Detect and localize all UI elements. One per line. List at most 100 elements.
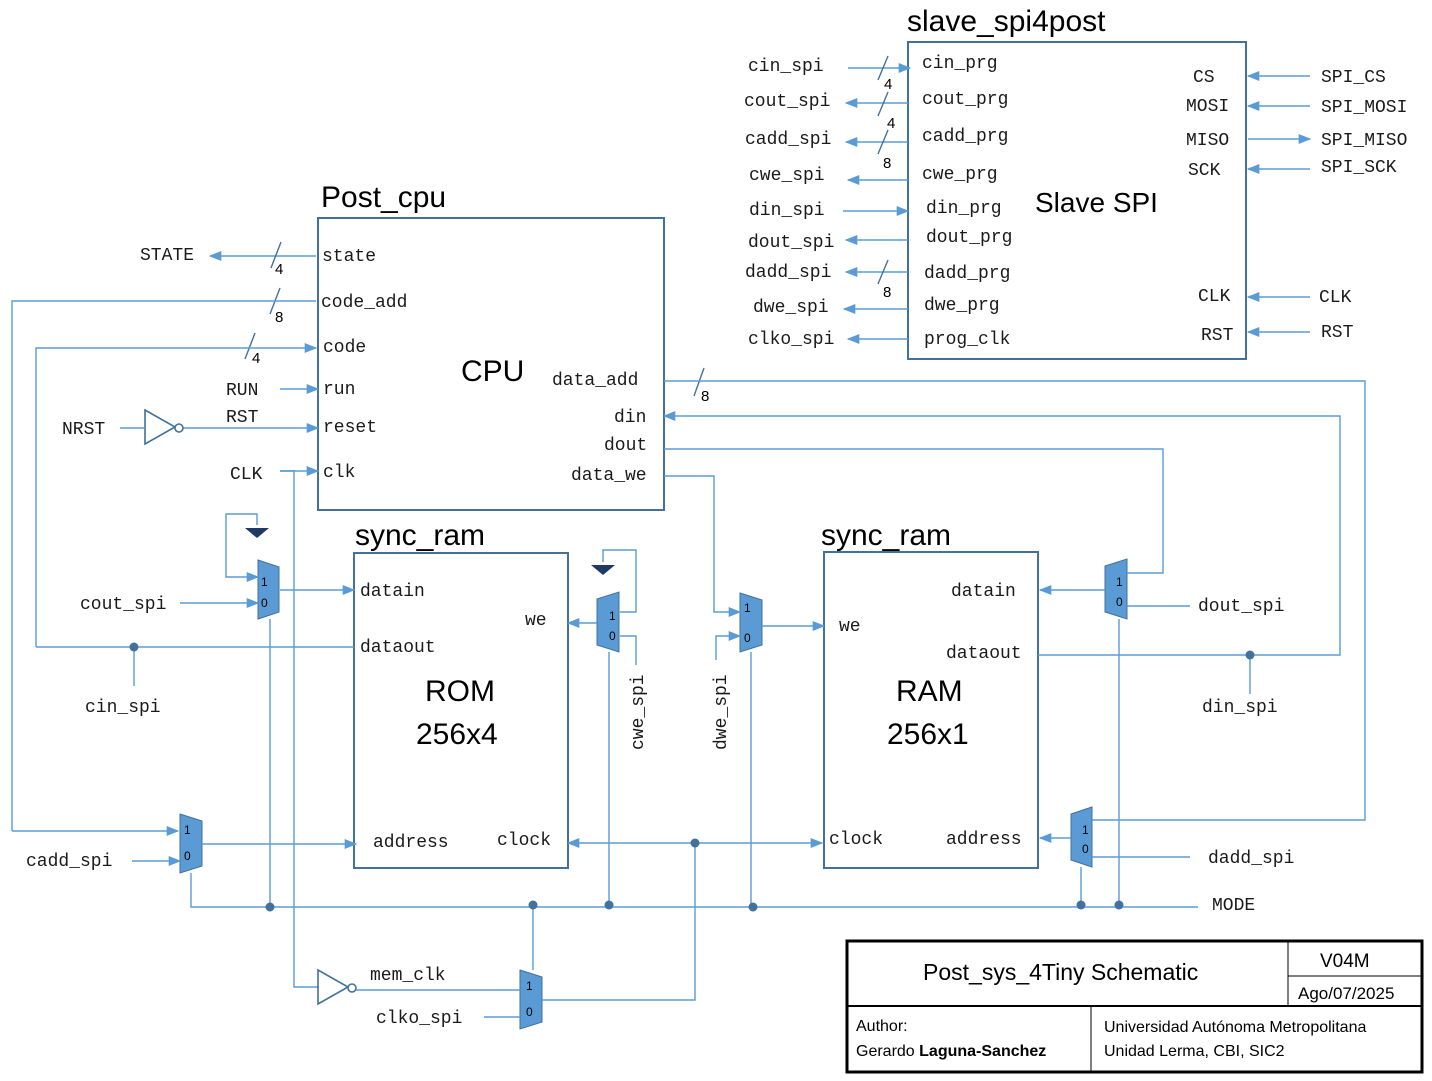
- port-cin-prg: cin_prg: [922, 54, 998, 74]
- port-prog-clk: prog_clk: [924, 330, 1010, 350]
- svg-text:1: 1: [1082, 823, 1089, 837]
- tb-title: Post_sys_4Tiny Schematic: [923, 959, 1198, 985]
- port-data-add: data_add: [552, 371, 638, 391]
- label-cout-spi: cout_spi: [80, 595, 166, 615]
- port-sck: SCK: [1188, 161, 1221, 181]
- port-din-prg: din_prg: [926, 199, 1002, 219]
- mux-mem-clk: 10: [519, 969, 543, 1030]
- port-cs: CS: [1193, 68, 1215, 88]
- label-dout-spi: dout_spi: [1198, 597, 1284, 617]
- label-mem-clk: mem_clk: [370, 966, 446, 986]
- ground-arrow-right: [591, 565, 615, 575]
- sig-spi-cs: SPI_CS: [1321, 68, 1386, 88]
- tb-author-label: Author:: [856, 1018, 908, 1035]
- bus-width-dadd: 8: [883, 284, 891, 301]
- tb-unit: Unidad Lerma, CBI, SIC2: [1104, 1043, 1285, 1060]
- label-cin-spi: cin_spi: [85, 698, 161, 718]
- port-code: code: [323, 338, 366, 358]
- cpu-block: [317, 217, 665, 511]
- mux-rom-datain: 10: [257, 559, 280, 620]
- port-dout-prg: dout_prg: [926, 228, 1012, 248]
- ram-port-address: address: [946, 830, 1022, 850]
- svg-text:0: 0: [526, 1005, 533, 1019]
- sig-din-spi: din_spi: [749, 201, 825, 221]
- slave-right-ports: CS MOSI MISO SCK CLK RST: [1186, 68, 1234, 346]
- svg-text:1: 1: [261, 575, 268, 589]
- rom-center-2: 256x4: [416, 718, 498, 751]
- nrst-inverter: [144, 408, 177, 446]
- mux-rom-we: 10: [596, 591, 620, 653]
- tb-date: Ago/07/2025: [1298, 984, 1394, 1003]
- port-clk-cpu: clk: [323, 463, 355, 483]
- slave-spi-block: [907, 41, 1247, 360]
- svg-text:0: 0: [609, 629, 616, 643]
- ram-port-datain: datain: [951, 582, 1016, 602]
- label-dwe-spi: dwe_spi: [712, 674, 732, 750]
- ram-port-we: we: [839, 617, 861, 637]
- ram-port-clock: clock: [829, 830, 883, 850]
- port-reset: reset: [323, 418, 377, 438]
- ram-title: sync_ram: [821, 519, 951, 552]
- bus-width-cadd: 8: [883, 155, 891, 172]
- slave-bus-slashes: 4 4 8 8: [877, 55, 895, 301]
- rom-block: [353, 552, 569, 869]
- label-dadd-spi: dadd_spi: [1208, 849, 1294, 869]
- bus-width-cin: 4: [884, 76, 892, 93]
- slave-center-label: Slave SPI: [1035, 187, 1158, 218]
- port-cadd-prg: cadd_prg: [922, 127, 1008, 147]
- sig-state-out: STATE: [140, 246, 194, 266]
- slave-right-signals: SPI_CS SPI_MOSI SPI_MISO SPI_SCK CLK RST: [1319, 68, 1407, 343]
- sig-dadd-spi: dadd_spi: [745, 263, 831, 283]
- cpu-bus-slashes: 4 8 4 8: [244, 241, 709, 405]
- label-mode: MODE: [1212, 896, 1255, 916]
- sig-nrst: NRST: [62, 420, 105, 440]
- label-clko-spi: clko_spi: [376, 1009, 462, 1029]
- port-miso: MISO: [1186, 131, 1229, 151]
- port-run: run: [323, 380, 355, 400]
- port-dadd-prg: dadd_prg: [924, 264, 1010, 284]
- svg-text:0: 0: [261, 596, 268, 610]
- rom-port-datain: datain: [360, 582, 425, 602]
- svg-text:0: 0: [1082, 842, 1089, 856]
- slave-title: slave_spi4post: [907, 5, 1106, 38]
- svg-text:1: 1: [744, 601, 751, 615]
- cpu-center-label: CPU: [461, 355, 524, 388]
- svg-text:1: 1: [526, 979, 533, 993]
- svg-text:1: 1: [1116, 575, 1123, 589]
- port-din: din: [614, 408, 646, 428]
- rom-port-dataout: dataout: [360, 638, 436, 658]
- tb-author: Gerardo Laguna-Sanchez: [856, 1043, 1046, 1060]
- rom-port-we: we: [525, 611, 547, 631]
- cpu-title: Post_cpu: [321, 181, 446, 214]
- label-cwe-spi: cwe_spi: [629, 674, 649, 750]
- sig-cadd-spi: cadd_spi: [745, 130, 831, 150]
- sig-spi-miso: SPI_MISO: [1321, 131, 1407, 151]
- port-data-we: data_we: [571, 466, 647, 486]
- ground-arrow-left: [245, 528, 269, 538]
- sig-dwe-spi: dwe_spi: [753, 298, 829, 318]
- sig-spi-sck: SPI_SCK: [1321, 158, 1397, 178]
- clk-inverter: [317, 968, 350, 1006]
- slave-left-ports: cin_prg cout_prg cadd_prg cwe_prg din_pr…: [922, 54, 1012, 350]
- ram-block: [823, 551, 1039, 869]
- sig-clk-in: CLK: [1319, 288, 1352, 308]
- port-clk: CLK: [1198, 287, 1231, 307]
- rom-port-clock: clock: [497, 831, 551, 851]
- label-din-spi: din_spi: [1202, 698, 1278, 718]
- bus-width-code-add: 8: [275, 309, 283, 326]
- port-dwe-prg: dwe_prg: [924, 296, 1000, 316]
- ram-center-2: 256x1: [887, 718, 969, 751]
- bus-width-data-add: 8: [701, 388, 709, 405]
- port-mosi: MOSI: [1186, 97, 1229, 117]
- sig-clko-spi: clko_spi: [748, 330, 834, 350]
- port-code-add: code_add: [321, 293, 407, 313]
- sig-rst-in: RST: [1321, 323, 1354, 343]
- mux-ram-address: 10: [1070, 806, 1093, 868]
- svg-text:1: 1: [184, 823, 191, 837]
- port-state: state: [322, 247, 376, 267]
- title-block: Post_sys_4Tiny Schematic V04M Ago/07/202…: [845, 939, 1424, 1074]
- ram-center-1: RAM: [896, 675, 963, 708]
- label-cadd-spi: cadd_spi: [26, 852, 112, 872]
